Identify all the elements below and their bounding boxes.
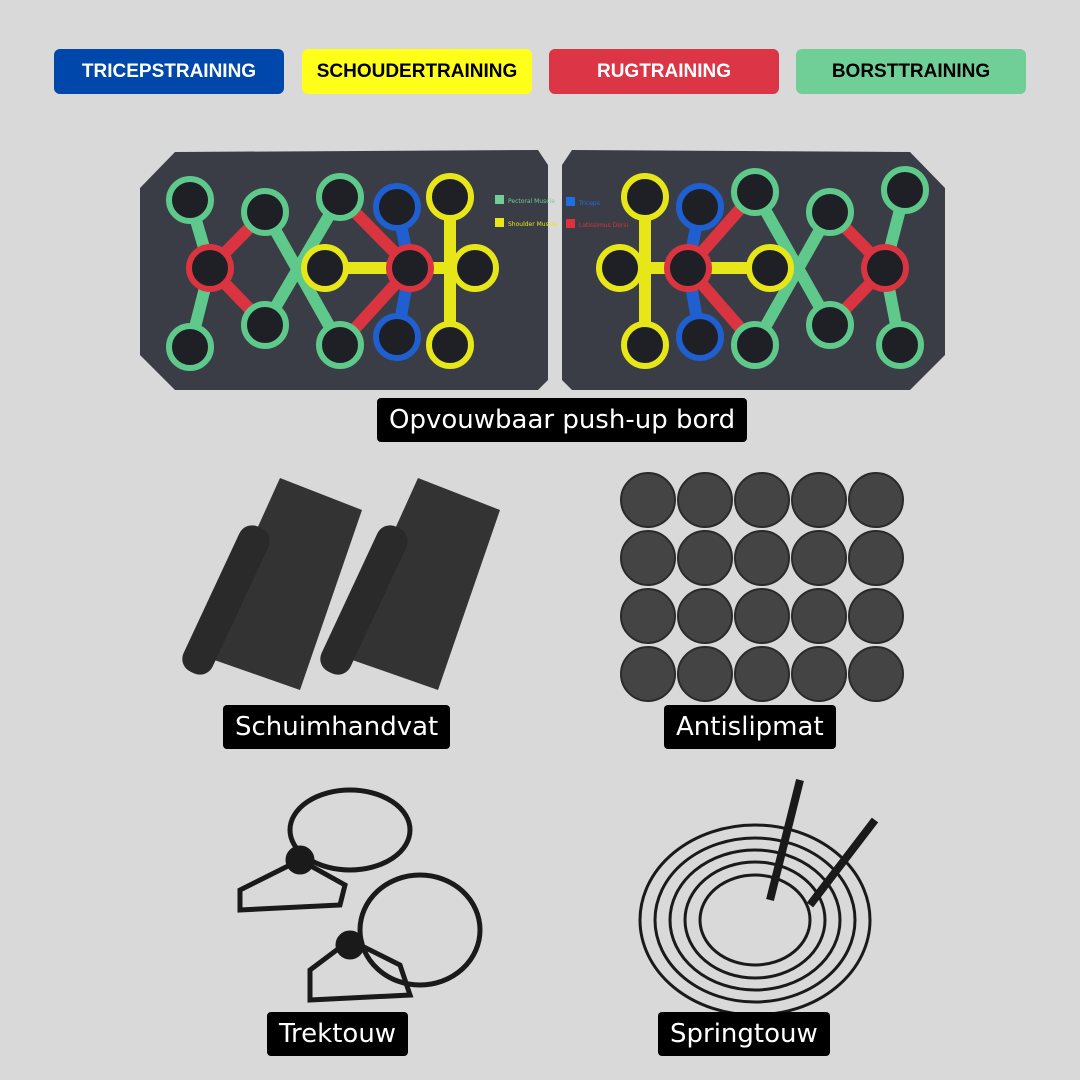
board-hole xyxy=(621,321,669,369)
board-hole xyxy=(316,321,364,369)
label-resistance-band: Trektouw xyxy=(267,1012,409,1056)
mat-pad xyxy=(791,646,847,702)
resistance-band-image xyxy=(237,787,483,1003)
board-hole xyxy=(746,244,794,292)
board-hole xyxy=(386,244,434,292)
board-hole xyxy=(166,176,214,224)
board-hole xyxy=(876,321,924,369)
board-hole xyxy=(861,244,909,292)
mat-pad xyxy=(677,646,733,702)
board-hole xyxy=(881,166,929,214)
legend-pectoral: Pectoral Muscle xyxy=(508,198,555,205)
board-hole xyxy=(426,321,474,369)
board-hole xyxy=(731,168,779,216)
board-hole xyxy=(664,244,712,292)
legend-triceps: Triceps xyxy=(578,200,600,207)
mat-pad xyxy=(848,588,904,644)
label-jump-rope: Springtouw xyxy=(658,1012,830,1056)
board-hole xyxy=(676,313,724,361)
mat-pad xyxy=(620,472,676,528)
tag-triceps: TRICEPSTRAINING xyxy=(54,49,284,94)
antislip-mat-image xyxy=(620,472,904,702)
mat-pad xyxy=(848,530,904,586)
board-hole xyxy=(241,188,289,236)
board-hole xyxy=(316,173,364,221)
mat-pad xyxy=(734,472,790,528)
board-hole xyxy=(373,183,421,231)
mat-pad xyxy=(791,530,847,586)
board-line xyxy=(259,209,346,348)
mat-pad xyxy=(677,530,733,586)
board-hole xyxy=(426,173,474,221)
label-foam-handles: Schuimhandvat xyxy=(223,705,451,749)
legend-lats: Latissimus Dorsi xyxy=(579,222,629,229)
legend-shoulder: Shoulder Muscle xyxy=(508,221,558,228)
mat-pad xyxy=(620,646,676,702)
board-line xyxy=(749,189,836,328)
tag-back: RUGTRAINING xyxy=(549,49,779,94)
board-hole xyxy=(676,183,724,231)
jump-rope-image xyxy=(638,779,879,1017)
mat-pad xyxy=(677,588,733,644)
board-hole xyxy=(621,173,669,221)
tag-chest: BORSTTRAINING xyxy=(796,49,1026,94)
mat-pad xyxy=(620,530,676,586)
label-antislip-mat: Antislipmat xyxy=(664,705,836,749)
mat-pad xyxy=(791,472,847,528)
mat-pad xyxy=(848,646,904,702)
mat-pad xyxy=(734,530,790,586)
mat-pad xyxy=(734,588,790,644)
board-line xyxy=(749,209,836,348)
foam-handles-image xyxy=(182,478,500,690)
mat-pad xyxy=(848,472,904,528)
pushup-board-image: Pectoral Muscle Shoulder Muscle Triceps … xyxy=(140,150,945,390)
board-hole xyxy=(301,244,349,292)
board-hole xyxy=(806,301,854,349)
mat-pad xyxy=(791,588,847,644)
board-hole xyxy=(451,244,499,292)
board-hole xyxy=(731,321,779,369)
board-hole xyxy=(166,323,214,371)
mat-pad xyxy=(677,472,733,528)
board-hole xyxy=(373,313,421,361)
tag-shoulder: SCHOUDERTRAINING xyxy=(302,49,532,94)
board-hole xyxy=(596,244,644,292)
mat-pad xyxy=(620,588,676,644)
board-hole xyxy=(186,244,234,292)
label-pushup-board: Opvouwbaar push-up bord xyxy=(377,398,748,442)
board-hole xyxy=(806,188,854,236)
board-hole xyxy=(241,301,289,349)
mat-pad xyxy=(734,646,790,702)
